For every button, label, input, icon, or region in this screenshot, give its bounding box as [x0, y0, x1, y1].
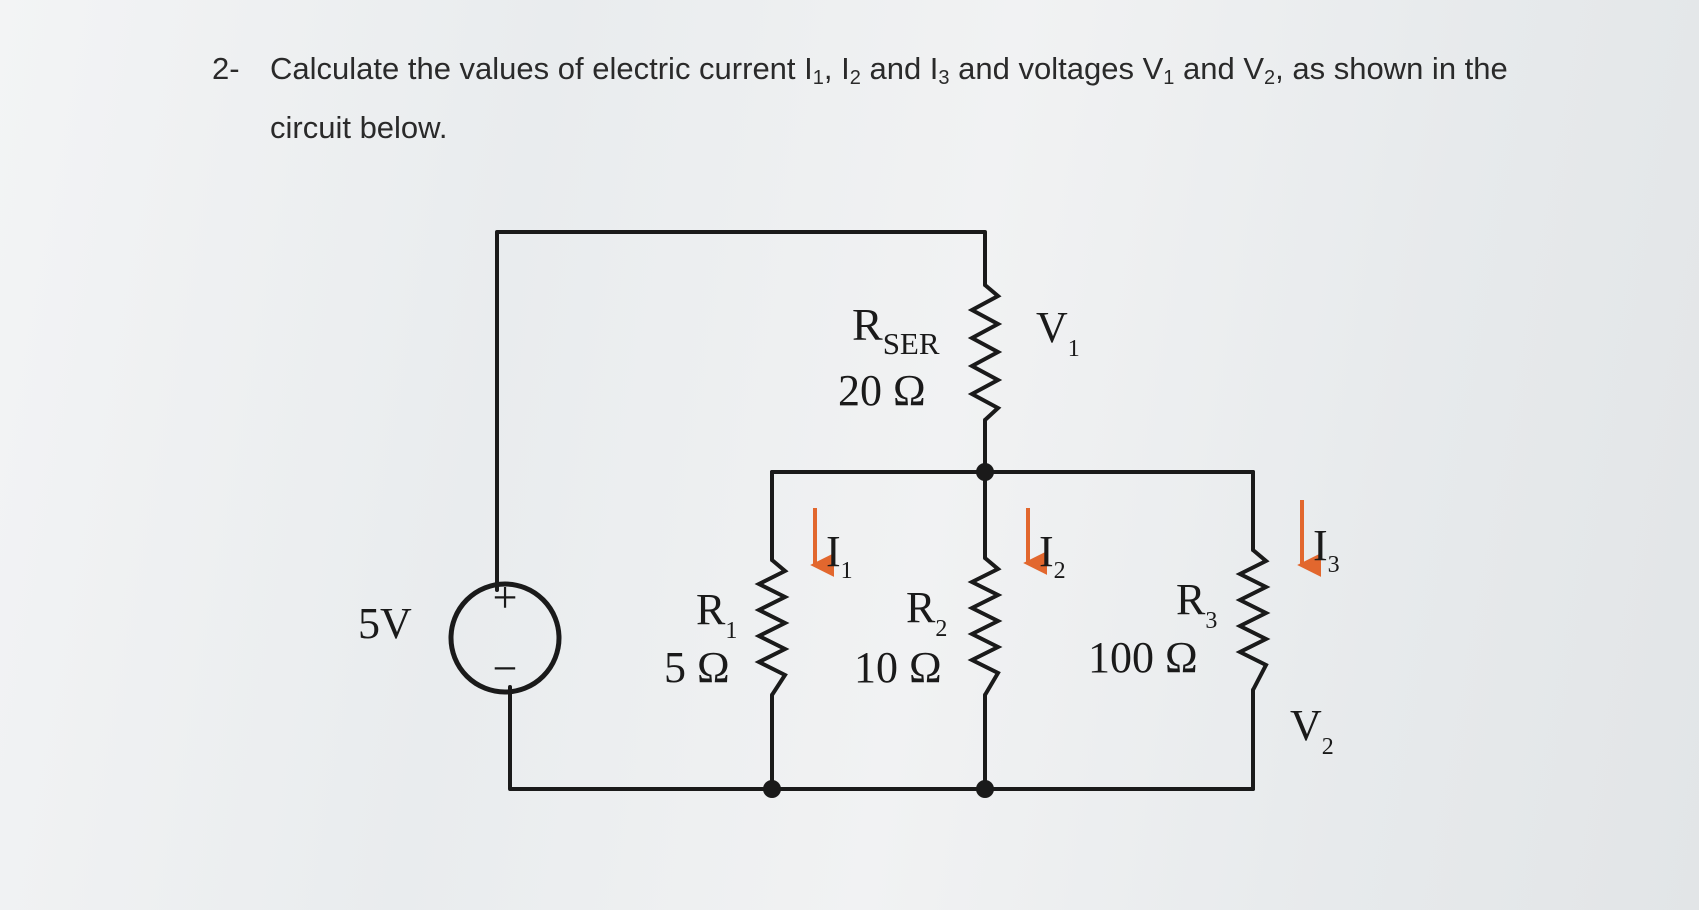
r3-label: R3 [1176, 575, 1217, 634]
v1-label: V1 [1036, 303, 1080, 362]
voltage-source-circle [448, 581, 562, 695]
bottom-return-wire [508, 685, 1255, 791]
v2-label: V2 [1290, 701, 1334, 760]
r2-value: 10 Ω [854, 643, 942, 692]
r1-value: 5 Ω [664, 643, 730, 692]
voltage-source-plus: + [493, 573, 518, 622]
rser-label: RSER [852, 299, 940, 361]
r3-resistor-symbol [1235, 548, 1271, 691]
r3-value: 100 Ω [1088, 633, 1198, 682]
r1-resistor-symbol [754, 558, 790, 697]
question-text: 2- Calculate the values of electric curr… [212, 44, 1592, 153]
top-junction-node [976, 463, 994, 481]
r1-label: R1 [696, 585, 737, 644]
i3-label: I3 [1313, 521, 1340, 578]
i1-label: I1 [826, 527, 853, 584]
voltage-source-minus: − [493, 644, 518, 693]
question-statement: Calculate the values of electric current… [270, 51, 1508, 145]
rser-value: 20 Ω [838, 366, 926, 415]
rser-resistor-symbol [967, 283, 1003, 422]
question-number: 2- [212, 51, 240, 86]
i2-label: I2 [1039, 527, 1066, 584]
bottom-junction-node-r2 [976, 780, 994, 798]
r2-resistor-symbol [967, 556, 1003, 697]
voltage-source: + − [448, 573, 562, 695]
top-left-wire [495, 230, 987, 592]
source-voltage-label: 5V [358, 599, 412, 648]
bottom-junction-node-r1 [763, 780, 781, 798]
r2-label: R2 [906, 583, 947, 642]
